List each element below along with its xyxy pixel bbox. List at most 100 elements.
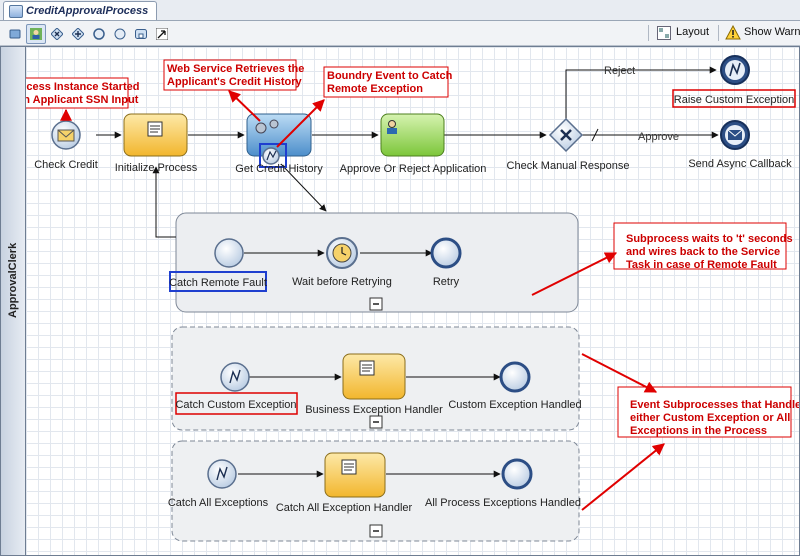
user-icon (30, 28, 42, 40)
sequence-flow-approve[interactable] (582, 128, 719, 142)
annotation-event-subprocesses: Event Subprocesses that Handle either Cu… (581, 353, 799, 511)
exclusive-gateway-check-manual-response[interactable] (548, 117, 584, 153)
end-event-all-process-exceptions-handled[interactable] (501, 458, 533, 490)
node-label: Business Exception Handler (305, 404, 443, 416)
user-task-approve-or-reject[interactable] (380, 113, 445, 157)
error-icon (729, 62, 741, 77)
node-label: All Process Exceptions Handled (425, 497, 581, 509)
circle-icon (93, 28, 105, 40)
node-label: Catch All Exceptions (168, 497, 269, 509)
node-label: Retry (433, 276, 460, 288)
script-task-initialize-process[interactable] (123, 113, 188, 157)
svg-text:either Custom Exception or All: either Custom Exception or All (630, 412, 790, 424)
svg-text:Applicant's Credit History: Applicant's Credit History (167, 76, 303, 88)
edge-label-approve: Approve (638, 131, 679, 143)
collapse-subprocess-icon[interactable] (369, 297, 383, 311)
envelope-icon (57, 129, 75, 142)
error-start-event-catch-custom-exception[interactable] (220, 362, 250, 392)
arrow-icon (156, 28, 168, 40)
node-label: Approve Or Reject Application (340, 163, 487, 175)
script-task-business-exception-handler[interactable] (342, 353, 406, 400)
svg-text:with Applicant SSN Input: with Applicant SSN Input (26, 94, 139, 106)
end-event-raise-custom-exception[interactable] (720, 55, 750, 85)
role-tool-button[interactable] (26, 24, 46, 44)
node-label: Get Credit History (235, 163, 323, 175)
svg-text:and wires back to the Service: and wires back to the Service (626, 246, 780, 258)
exclusive-gateway-button[interactable] (47, 24, 67, 44)
svg-text:Remote Exception: Remote Exception (327, 83, 423, 95)
show-warnings-toggle[interactable]: Show Warnin (744, 26, 800, 38)
collapse-subprocess-icon[interactable] (369, 415, 383, 429)
script-icon (359, 360, 375, 376)
subprocess-button[interactable] (131, 24, 151, 44)
end-event-button[interactable] (110, 24, 130, 44)
timer-event-wait-before-retrying[interactable] (326, 237, 358, 269)
service-task-get-credit-history[interactable] (246, 113, 312, 168)
node-label: Raise Custom Exception (674, 94, 794, 106)
envelope-icon (727, 129, 743, 140)
start-event-catch-remote-fault[interactable] (214, 238, 244, 268)
editor-tab-bar: CreditApprovalProcess (0, 0, 800, 21)
layout-button[interactable]: Layout (676, 26, 710, 38)
sequence-flow-reject[interactable] (565, 66, 717, 119)
start-event-check-credit[interactable] (51, 120, 81, 150)
node-label: Catch Custom Exception (175, 399, 296, 411)
gears-icon (255, 119, 279, 134)
subprocess-icon (135, 29, 147, 39)
tab-credit-approval-process[interactable]: CreditApprovalProcess (3, 1, 158, 20)
node-label: Check Manual Response (507, 160, 630, 172)
retry-subprocess[interactable] (175, 212, 579, 313)
process-file-icon (9, 5, 23, 18)
tab-title: CreditApprovalProcess (26, 5, 149, 17)
swimlane: ApprovalClerk (0, 46, 800, 556)
highlight-box (672, 89, 796, 108)
script-icon (341, 459, 357, 475)
error-icon (216, 466, 228, 481)
annotation-web-service: Web Service Retrieves the Applicant's Cr… (163, 59, 304, 122)
collapse-subprocess-icon[interactable] (369, 524, 383, 538)
toolbar-separator (648, 25, 649, 41)
boundary-error-event[interactable] (262, 147, 280, 165)
svg-text:Process Instance Started: Process Instance Started (26, 81, 139, 93)
x-icon (560, 129, 572, 141)
gateway-x-icon (51, 28, 63, 40)
script-task-catch-all-exception-handler[interactable] (324, 452, 386, 498)
annotation-process-instance: Process Instance Started with Applicant … (26, 77, 139, 121)
node-label: Catch Remote Fault (169, 277, 267, 289)
lane-title: ApprovalClerk (7, 242, 19, 318)
node-label: Catch All Exception Handler (276, 502, 413, 514)
node-label: Initialize Process (115, 162, 198, 174)
rectangle-icon (9, 29, 21, 39)
process-diagram: Reject Approve Check Credit Initialize P… (26, 55, 799, 542)
diagram-toolbar: Layout Show Warnin (0, 21, 800, 46)
retry-back-flow[interactable] (152, 166, 176, 238)
annotation-subprocess-waits: Subprocess waits to 't' seconds and wire… (531, 222, 793, 296)
diagram-canvas[interactable]: Reject Approve Check Credit Initialize P… (26, 47, 799, 555)
select-tool-button[interactable] (5, 24, 25, 44)
user-icon (387, 120, 397, 134)
end-event-send-async-callback[interactable] (720, 120, 750, 150)
warning-icon (725, 25, 741, 40)
error-start-event-catch-all-exceptions[interactable] (207, 459, 237, 489)
end-event-custom-exception-handled[interactable] (499, 361, 531, 393)
highlight-box (169, 271, 267, 292)
script-icon (147, 121, 163, 137)
lane-header[interactable]: ApprovalClerk (1, 47, 26, 555)
parallel-gateway-button[interactable] (68, 24, 88, 44)
connect-tool-button[interactable] (152, 24, 172, 44)
svg-text:Task in case of Remote Fault: Task in case of Remote Fault (626, 259, 777, 271)
circle-icon (114, 28, 126, 40)
layout-icon (657, 26, 671, 40)
error-icon (229, 369, 241, 384)
start-event-button[interactable] (89, 24, 109, 44)
boundary-flow[interactable] (280, 163, 327, 212)
svg-text:Event Subprocesses that Handle: Event Subprocesses that Handle (630, 399, 799, 411)
clock-icon (332, 243, 352, 263)
gateway-plus-icon (72, 28, 84, 40)
edge-label-reject: Reject (604, 65, 635, 77)
highlight-box (259, 143, 287, 168)
node-label: Check Credit (34, 159, 98, 171)
node-label: Custom Exception Handled (448, 399, 581, 411)
svg-text:Web Service Retrieves the: Web Service Retrieves the (167, 63, 304, 75)
end-event-retry[interactable] (430, 237, 462, 269)
